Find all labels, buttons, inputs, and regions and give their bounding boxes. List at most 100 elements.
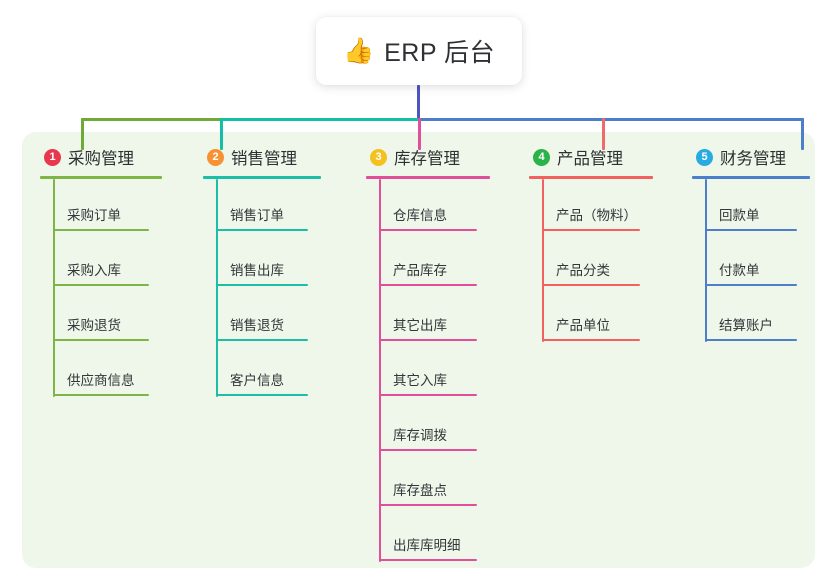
tree-item-label: 库存盘点 xyxy=(393,483,447,498)
tree-item[interactable]: 产品分类 xyxy=(529,234,661,289)
column-header[interactable]: 4 产品管理 xyxy=(529,145,661,169)
tree-item[interactable]: 产品（物料） xyxy=(529,179,661,234)
column-3: 3 库存管理仓库信息产品库存其它出库其它入库库存调拨库存盘点出库库明细 xyxy=(366,145,498,564)
column-underline xyxy=(203,176,321,179)
column-title: 产品管理 xyxy=(557,150,623,168)
column-title: 销售管理 xyxy=(231,150,297,168)
column-header[interactable]: 2 销售管理 xyxy=(203,145,329,169)
tree-item[interactable]: 客户信息 xyxy=(203,344,329,399)
tree-item-underline xyxy=(53,284,149,286)
tree-item[interactable]: 库存盘点 xyxy=(366,454,498,509)
tree-item-label: 结算账户 xyxy=(719,318,773,333)
column-items: 销售订单销售出库销售退货客户信息 xyxy=(203,179,329,399)
tree-item-underline xyxy=(542,339,640,341)
tree-item-label: 销售出库 xyxy=(230,263,284,278)
column-2: 2 销售管理销售订单销售出库销售退货客户信息 xyxy=(203,145,329,399)
tree-item[interactable]: 其它入库 xyxy=(366,344,498,399)
column-title: 库存管理 xyxy=(394,150,460,168)
column-title: 采购管理 xyxy=(68,150,134,168)
drop-connector-4 xyxy=(602,118,605,150)
tree-item-label: 销售退货 xyxy=(230,318,284,333)
column-header[interactable]: 3 库存管理 xyxy=(366,145,498,169)
column-title: 财务管理 xyxy=(720,150,786,168)
tree-item[interactable]: 产品库存 xyxy=(366,234,498,289)
drop-connector-2 xyxy=(220,118,223,150)
tree-item-underline xyxy=(53,394,149,396)
tree-item[interactable]: 回款单 xyxy=(692,179,818,234)
column-items: 产品（物料） 产品分类产品单位 xyxy=(529,179,661,344)
column-underline xyxy=(40,176,162,179)
tree-item-underline xyxy=(542,284,640,286)
tree-item[interactable]: 仓库信息 xyxy=(366,179,498,234)
tree-item-label: 其它出库 xyxy=(393,318,447,333)
column-items: 回款单付款单结算账户 xyxy=(692,179,818,344)
tree-item-underline xyxy=(53,229,149,231)
root-node-card[interactable]: 👍 ERP 后台 xyxy=(316,17,522,85)
column-header[interactable]: 1 采购管理 xyxy=(40,145,170,169)
tree-item-label: 采购入库 xyxy=(67,263,121,278)
tree-item[interactable]: 其它出库 xyxy=(366,289,498,344)
tree-item-label: 销售订单 xyxy=(230,208,284,223)
thumbs-up-icon: 👍 xyxy=(342,36,375,65)
bus-segment-blue xyxy=(418,118,804,121)
tree-item-underline xyxy=(705,229,797,231)
column-1: 1 采购管理采购订单采购入库采购退货供应商信息 xyxy=(40,145,170,399)
tree-item-label: 付款单 xyxy=(719,263,760,278)
column-spine xyxy=(53,179,55,397)
column-spine xyxy=(705,179,707,342)
tree-item[interactable]: 付款单 xyxy=(692,234,818,289)
tree-item-underline xyxy=(216,339,308,341)
column-spine xyxy=(542,179,544,342)
tree-item-underline xyxy=(379,559,477,561)
root-node-title: ERP 后台 xyxy=(384,39,496,67)
column-number-badge: 3 xyxy=(370,148,387,166)
tree-item-underline xyxy=(379,229,477,231)
tree-item[interactable]: 出库库明细 xyxy=(366,509,498,564)
drop-connector-3 xyxy=(418,118,421,150)
tree-item[interactable]: 库存调拨 xyxy=(366,399,498,454)
tree-item[interactable]: 供应商信息 xyxy=(40,344,170,399)
diagram-panel xyxy=(22,132,815,568)
tree-item-label: 采购订单 xyxy=(67,208,121,223)
tree-item-label: 产品库存 xyxy=(393,263,447,278)
trunk-connector xyxy=(417,85,420,121)
tree-item[interactable]: 销售退货 xyxy=(203,289,329,344)
column-underline xyxy=(529,176,653,179)
tree-item-underline xyxy=(53,339,149,341)
tree-item[interactable]: 结算账户 xyxy=(692,289,818,344)
tree-item-underline xyxy=(379,339,477,341)
tree-item-label: 客户信息 xyxy=(230,373,284,388)
tree-item-label: 产品分类 xyxy=(556,263,610,278)
tree-item-label: 出库库明细 xyxy=(393,538,461,553)
tree-item-underline xyxy=(379,284,477,286)
tree-item-label: 其它入库 xyxy=(393,373,447,388)
tree-item-underline xyxy=(705,284,797,286)
tree-item-label: 供应商信息 xyxy=(67,373,135,388)
column-number-badge: 2 xyxy=(207,148,224,166)
tree-item[interactable]: 销售订单 xyxy=(203,179,329,234)
tree-item-underline xyxy=(379,449,477,451)
tree-item-label: 采购退货 xyxy=(67,318,121,333)
column-number-badge: 4 xyxy=(533,148,550,166)
tree-item-underline xyxy=(216,229,308,231)
tree-item-underline xyxy=(379,504,477,506)
bus-segment-teal xyxy=(220,118,420,121)
tree-item[interactable]: 采购退货 xyxy=(40,289,170,344)
tree-item-underline xyxy=(705,339,797,341)
column-spine xyxy=(379,179,381,562)
tree-item[interactable]: 采购入库 xyxy=(40,234,170,289)
tree-item[interactable]: 销售出库 xyxy=(203,234,329,289)
column-number-badge: 1 xyxy=(44,148,61,166)
tree-item[interactable]: 产品单位 xyxy=(529,289,661,344)
bus-segment-green xyxy=(81,118,222,121)
column-items: 仓库信息产品库存其它出库其它入库库存调拨库存盘点出库库明细 xyxy=(366,179,498,564)
column-spine xyxy=(216,179,218,397)
tree-item-underline xyxy=(216,284,308,286)
column-underline xyxy=(692,176,810,179)
tree-item-label: 产品（物料） xyxy=(556,208,637,223)
tree-item[interactable]: 采购订单 xyxy=(40,179,170,234)
tree-item-underline xyxy=(379,394,477,396)
tree-item-underline xyxy=(216,394,308,396)
